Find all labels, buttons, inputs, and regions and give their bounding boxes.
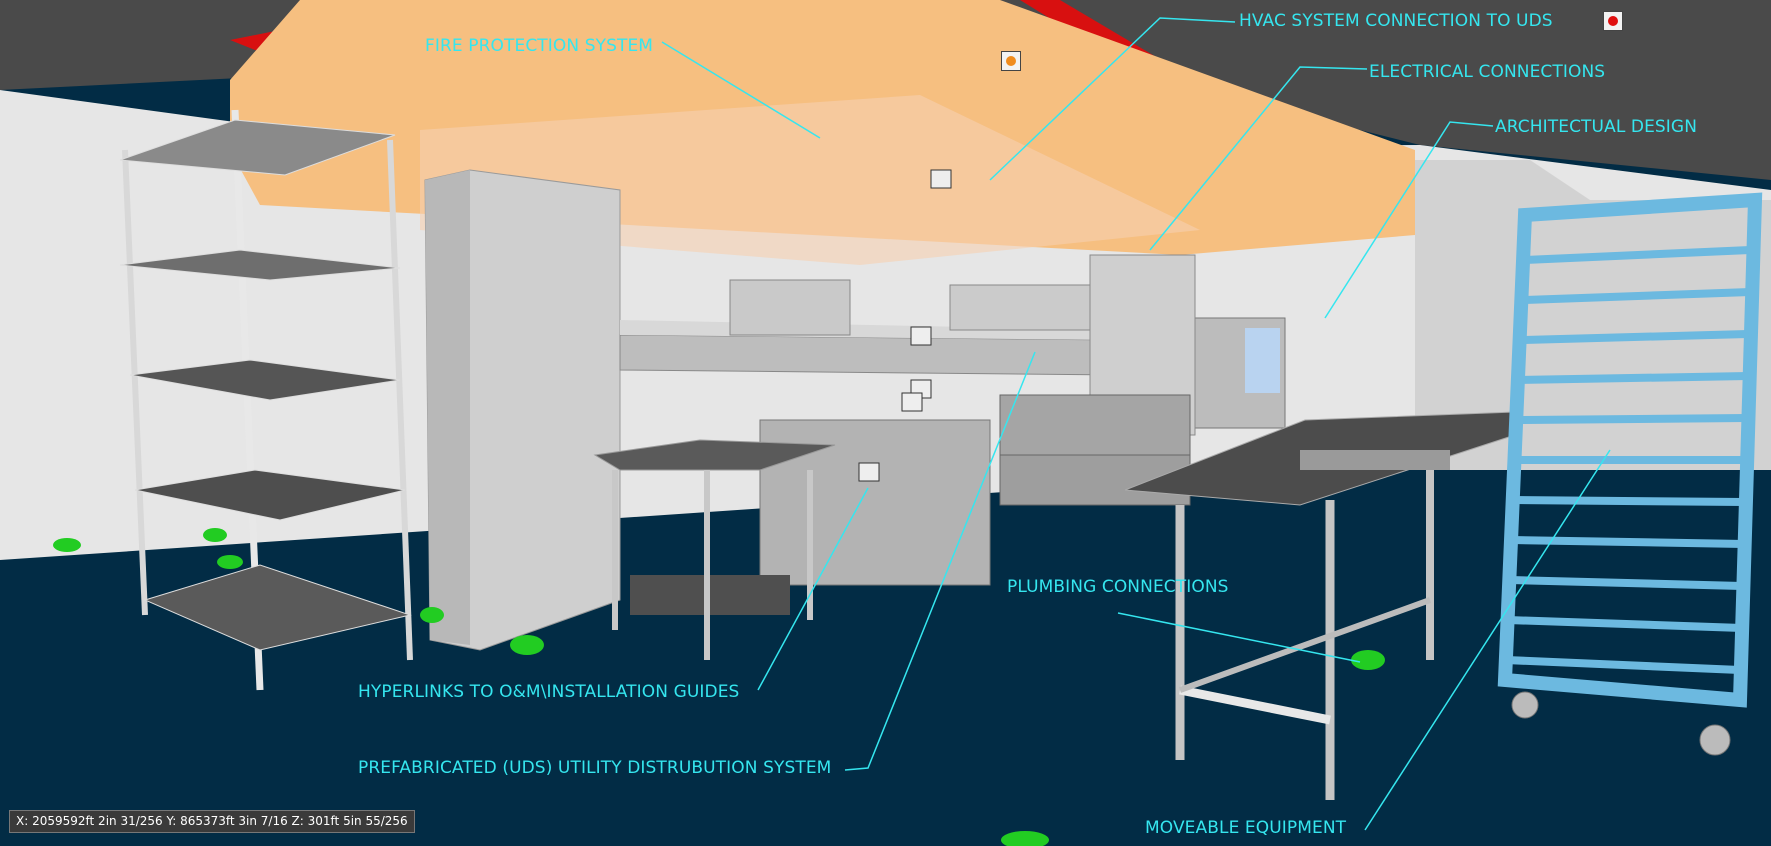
coordinate-readout: X: 2059592ft 2in 31/256 Y: 865373ft 3in … (9, 810, 415, 833)
callout-architectural: ARCHITECTUAL DESIGN (1495, 117, 1698, 137)
callout-plumbing: PLUMBING CONNECTIONS (1007, 577, 1229, 597)
hyperlink-icon (901, 392, 923, 412)
right-wall-structure (1415, 160, 1771, 470)
callout-uds: PREFABRICATED (UDS) UTILITY DISTRUBUTION… (358, 758, 832, 778)
work-table-top (593, 439, 836, 471)
hyperlink-icon-group[interactable] (858, 169, 952, 482)
callout-leader-lines (661, 17, 1611, 831)
sink-basin (1300, 450, 1450, 470)
equipment-range (999, 394, 1191, 456)
callout-fire-protection: FIRE PROTECTION SYSTEM (425, 36, 654, 56)
combi-oven-window (1245, 328, 1280, 393)
wire-shelving-unit (119, 109, 413, 691)
sink-table-rail (1179, 685, 1331, 725)
plumbing-connection-markers (53, 528, 1385, 846)
equipment-oven-center (949, 284, 1091, 331)
orange-viewpoint-icon[interactable] (1001, 51, 1021, 71)
equipment-oven-left (729, 279, 851, 336)
callout-moveable: MOVEABLE EQUIPMENT (1145, 818, 1347, 838)
hyperlink-icon (930, 169, 952, 189)
hyperlink-icon (858, 462, 880, 482)
hyperlink-icon (910, 326, 932, 346)
uds-column-side (425, 170, 470, 645)
callout-hvac: HVAC SYSTEM CONNECTION TO UDS (1239, 11, 1553, 31)
sink-table-rail (1178, 597, 1432, 693)
callout-electrical: ELECTRICAL CONNECTIONS (1369, 62, 1606, 82)
utility-distribution-hood (619, 334, 1121, 376)
moveable-speed-rack (1497, 192, 1763, 756)
red-viewpoint-icon[interactable] (1603, 11, 1623, 31)
callout-hyperlinks: HYPERLINKS TO O&M\INSTALLATION GUIDES (358, 682, 740, 702)
